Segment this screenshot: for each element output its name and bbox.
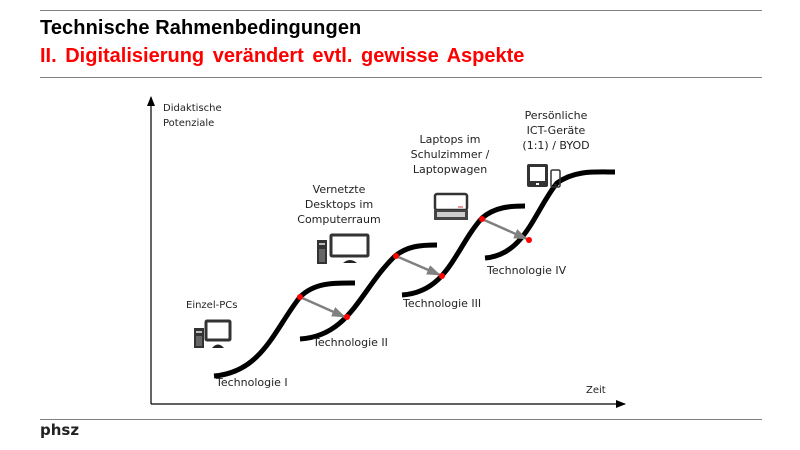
transition-arrow-2-3 [395, 254, 441, 277]
slide-subtitle: II. Digitalisierung verändert evtl. gewi… [40, 45, 525, 67]
tablet-phone-icon [527, 164, 561, 188]
header-rule [40, 77, 762, 78]
transition-point [297, 294, 303, 300]
s-curves [213, 169, 616, 379]
transition-point [393, 253, 399, 259]
x-axis-label: Zeit [586, 385, 606, 396]
y-axis-label-line1: Didaktische [163, 103, 222, 114]
transition-arrow-1-2 [299, 295, 346, 319]
s-curve-technology-4 [484, 169, 616, 261]
device-label-3-line3: Laptopwagen [413, 163, 487, 176]
transition-point [526, 237, 532, 243]
transition-arrow-3-4 [481, 217, 528, 241]
device-label-2-line2: Desktops im [305, 198, 373, 211]
device-label-2-line1: Vernetzte [313, 183, 366, 196]
laptop-icon [433, 192, 469, 220]
device-label-4-line3: (1:1) / BYOD [522, 139, 589, 152]
device-label-3-line1: Laptops im [420, 133, 481, 146]
slide-title: Technische Rahmenbedingungen [40, 17, 362, 39]
device-label-2-line3: Computerraum [297, 213, 380, 226]
desktop-pc-icon [194, 319, 232, 348]
desktop-pc-icon [317, 233, 370, 264]
s-curve-technology-1 [213, 280, 356, 379]
stage-label-technologie-3: Technologie III [402, 297, 481, 310]
y-axis-label-line2: Potenziale [163, 118, 214, 129]
transition-point [479, 216, 485, 222]
phsz-logo: phsz [40, 421, 80, 439]
device-label-4-line2: ICT-Geräte [527, 124, 586, 137]
device-label-4-line1: Persönliche [525, 109, 588, 122]
device-label-3-line2: Schulzimmer / [411, 148, 490, 161]
top-rule [40, 10, 762, 11]
stage-label-technologie-2: Technologie II [312, 336, 388, 349]
stage-label-technologie-1: Technologie I [215, 376, 288, 389]
transition-point [344, 314, 350, 320]
transition-point [439, 273, 445, 279]
stage-label-technologie-4: Technologie IV [486, 264, 567, 277]
s-curve-technology-3 [401, 203, 526, 298]
device-label-1-line1: Einzel-PCs [186, 300, 237, 311]
s-curve-technology-2 [299, 242, 438, 342]
footer-rule [40, 419, 762, 420]
